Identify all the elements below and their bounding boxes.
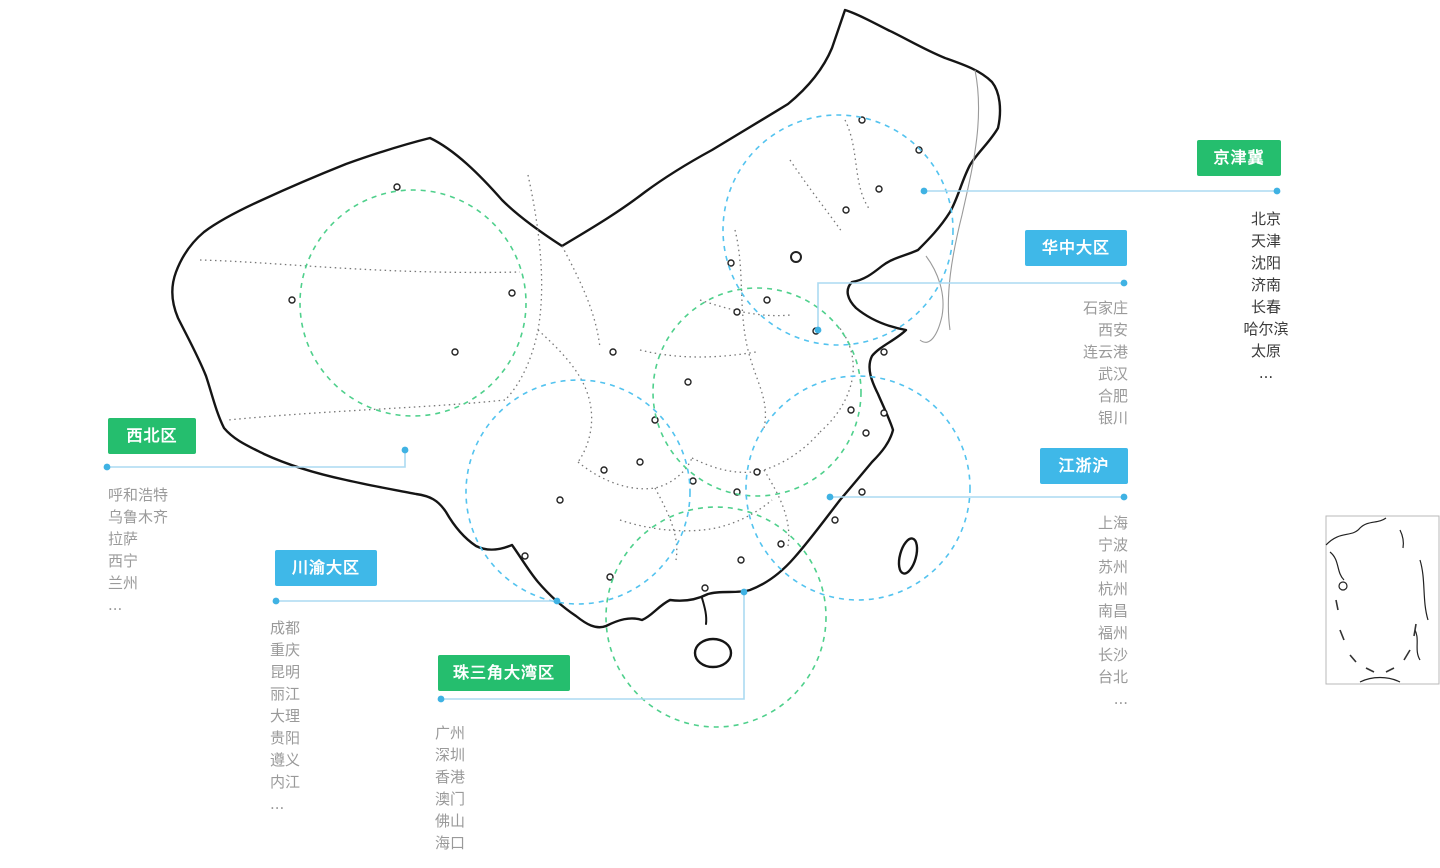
city-item: 天津 xyxy=(1250,232,1281,250)
city-item-ellipsis: ... xyxy=(108,596,123,614)
city-item: 南昌 xyxy=(1097,602,1128,620)
province-borders xyxy=(199,119,871,561)
city-markers xyxy=(288,116,923,592)
city-item: 澳门 xyxy=(435,790,466,808)
china-outline xyxy=(171,8,1002,669)
city-item: 海口 xyxy=(435,834,466,852)
city-item: 深圳 xyxy=(435,746,466,764)
connector-lines xyxy=(107,190,1277,700)
region-circles xyxy=(299,114,971,728)
circle-xibei xyxy=(299,189,527,417)
city-item: 沈阳 xyxy=(1250,254,1281,272)
city-item-ellipsis: ... xyxy=(1113,690,1128,708)
region-badge-jingjinji[interactable]: 京津冀 xyxy=(1197,140,1281,176)
city-item: 内江 xyxy=(270,773,301,791)
city-item: 福州 xyxy=(1097,624,1128,642)
region-badge-huazhong[interactable]: 华中大区 xyxy=(1025,230,1127,266)
city-list-zhusanjiao: 广州 深圳 香港 澳门 佛山 海口 ... xyxy=(435,722,555,868)
city-item: 石家庄 xyxy=(1082,299,1128,317)
city-item: 大理 xyxy=(270,707,301,725)
city-item: 佛山 xyxy=(435,812,466,830)
circle-jiangzhehu xyxy=(745,375,971,601)
city-item-ellipsis: ... xyxy=(435,856,450,868)
city-item: 长沙 xyxy=(1097,646,1128,664)
city-item-ellipsis: ... xyxy=(1258,364,1274,382)
neighbor-coastlines xyxy=(919,69,980,343)
circle-zhusanjiao xyxy=(605,506,827,728)
city-item: 香港 xyxy=(435,768,466,786)
city-item: 重庆 xyxy=(270,641,301,659)
city-item: 上海 xyxy=(1097,514,1128,532)
city-list-jingjinji: 北京 天津 沈阳 济南 长春 哈尔滨 太原 ... xyxy=(1206,208,1326,384)
city-item: 宁波 xyxy=(1097,536,1128,554)
city-item: 武汉 xyxy=(1097,365,1128,383)
city-item: 广州 xyxy=(435,724,466,742)
region-badge-zhusanjiao[interactable]: 珠三角大湾区 xyxy=(438,655,570,691)
city-item: 丽江 xyxy=(270,685,301,703)
city-item: 拉萨 xyxy=(108,530,139,548)
city-item: 长春 xyxy=(1250,298,1281,316)
city-item: 太原 xyxy=(1250,342,1281,360)
city-item: 台北 xyxy=(1097,668,1128,686)
city-item: 合肥 xyxy=(1097,387,1128,405)
city-item: 苏州 xyxy=(1097,558,1128,576)
city-item: 北京 xyxy=(1250,210,1281,228)
connector-dots xyxy=(103,187,1281,703)
city-item: 乌鲁木齐 xyxy=(108,508,169,526)
region-badge-chuanyu[interactable]: 川渝大区 xyxy=(275,550,377,586)
city-list-huazhong: 石家庄 西安 连云港 武汉 合肥 银川 xyxy=(1008,297,1128,429)
south-china-sea-inset xyxy=(1325,515,1440,685)
city-item: 昆明 xyxy=(270,663,301,681)
region-badge-xibei[interactable]: 西北区 xyxy=(108,418,196,454)
city-item: 兰州 xyxy=(108,574,139,592)
city-item-ellipsis: ... xyxy=(270,795,285,813)
city-list-xibei: 呼和浩特 乌鲁木齐 拉萨 西宁 兰州 ... xyxy=(108,484,228,616)
circle-huazhong xyxy=(652,287,862,497)
city-item: 杭州 xyxy=(1097,580,1128,598)
city-list-chuanyu: 成都 重庆 昆明 丽江 大理 贵阳 遵义 内江 ... xyxy=(270,617,390,815)
city-item: 成都 xyxy=(270,619,301,637)
city-item: 西安 xyxy=(1097,321,1128,339)
city-item: 银川 xyxy=(1097,409,1128,427)
circle-jingjinji xyxy=(722,114,954,346)
circle-chuanyu xyxy=(465,379,691,605)
region-badge-jiangzhehu[interactable]: 江浙沪 xyxy=(1040,448,1128,484)
city-item: 连云港 xyxy=(1082,343,1128,361)
city-item: 遵义 xyxy=(270,751,301,769)
city-item: 贵阳 xyxy=(270,729,301,747)
beijing-marker xyxy=(790,251,802,263)
city-item: 济南 xyxy=(1250,276,1281,294)
city-item: 哈尔滨 xyxy=(1243,320,1289,338)
city-list-jiangzhehu: 上海 宁波 苏州 杭州 南昌 福州 长沙 台北 ... xyxy=(1008,512,1128,710)
city-item: 西宁 xyxy=(108,552,139,570)
city-item: 呼和浩特 xyxy=(108,486,169,504)
